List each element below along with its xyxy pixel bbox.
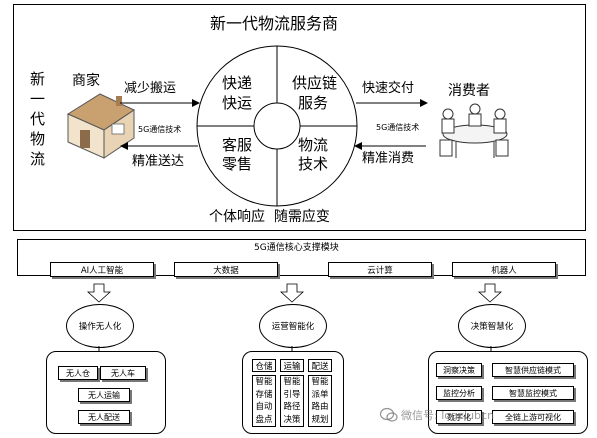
wechat-watermark: 微信号: logclubcn xyxy=(380,405,494,425)
quadrant-retail-1: 客服 xyxy=(222,136,253,154)
ops-cell: 智能 xyxy=(255,377,273,387)
reduce-handling-label: 减少搬运 xyxy=(124,81,177,96)
vertical-char: 新 xyxy=(30,70,46,88)
consumer-label: 消费者 xyxy=(448,83,490,99)
ops-cell: 智能 xyxy=(283,377,301,387)
watermark-text: 微信号: logclubcn xyxy=(401,409,495,422)
ops-cell: 派单 xyxy=(311,389,329,400)
top-title: 新一代物流服务商 xyxy=(210,14,339,33)
decision-panel xyxy=(428,351,588,434)
unmanned-delivery: 无人配送 xyxy=(78,410,130,424)
ops-cell: 盘点 xyxy=(255,414,273,425)
outcome-decision-ellipse: 决策智慧化 xyxy=(458,304,526,348)
tech-5g-left-label: 5G通信技术 xyxy=(138,125,182,134)
service-circle xyxy=(196,45,358,207)
core-title: 5G通信核心支撑模块 xyxy=(254,243,339,253)
quadrant-tech-1: 物流 xyxy=(298,136,329,154)
ops-cell: 路径 xyxy=(283,402,301,412)
module-ai: AI人工智能 xyxy=(50,262,154,277)
quadrant-tech-2: 技术 xyxy=(298,155,329,173)
merchant-label: 商家 xyxy=(72,73,100,89)
ops-col: 智能 派单 路由 规划 xyxy=(308,375,332,427)
decision-visibility: 全链上游可视化 xyxy=(492,410,574,424)
down-arrows xyxy=(86,283,503,303)
quadrant-supply-1: 供应链 xyxy=(292,74,338,92)
precise-delivery-label: 精准送达 xyxy=(132,154,185,169)
vertical-char: 物 xyxy=(30,130,46,148)
consumer-meeting-icon xyxy=(439,103,509,158)
outcome-decision: 决策智慧化 xyxy=(470,322,514,332)
outcome-ops: 运营智能化 xyxy=(271,322,315,332)
ops-cell: 智能 xyxy=(311,377,329,387)
tech-5g-right-label: 5G通信技术 xyxy=(376,123,420,132)
ops-cell: 决策 xyxy=(283,414,301,425)
ops-header: 配送 xyxy=(308,359,332,372)
vertical-char: 代 xyxy=(30,110,46,128)
quadrant-express-2: 快运 xyxy=(222,94,253,112)
ops-cell: 规划 xyxy=(311,414,329,425)
quadrant-retail-2: 零售 xyxy=(222,155,253,173)
precise-consumption-label: 精准消费 xyxy=(362,151,415,166)
decision-monitor-analysis: 监控分析 xyxy=(436,386,482,400)
outcome-unmanned-ellipse: 操作无人化 xyxy=(66,304,134,348)
fast-delivery-label: 快速交付 xyxy=(362,81,415,96)
ops-panel xyxy=(242,351,344,434)
unmanned-transport: 无人运输 xyxy=(78,388,130,402)
module-big-data: 大数据 xyxy=(174,262,278,277)
decision-supply-chain-mode: 智慧供应链模式 xyxy=(492,363,574,377)
outcome-ops-ellipse: 运营智能化 xyxy=(259,304,327,348)
quadrant-express-1: 快递 xyxy=(222,74,253,92)
bottom-caption: 个体响应 随需应变 xyxy=(209,209,330,225)
flow-arrows xyxy=(120,99,428,150)
left-vertical-label: 新 一 代 物 流 xyxy=(30,72,50,167)
decision-digital: 数字化 xyxy=(436,410,482,424)
ops-cell: 引导 xyxy=(283,389,301,400)
module-cloud: 云计算 xyxy=(328,262,432,277)
wechat-icon xyxy=(380,407,398,422)
module-robot: 机器人 xyxy=(452,262,556,277)
ops-cell: 存储 xyxy=(255,389,273,400)
house-icon xyxy=(66,93,136,159)
ops-cell: 自动 xyxy=(255,402,273,412)
ops-col: 智能 存储 自动 盘点 xyxy=(252,375,276,427)
unmanned-panel xyxy=(46,351,166,434)
decision-insight: 洞察决策 xyxy=(436,363,482,377)
outcome-unmanned: 操作无人化 xyxy=(78,322,122,332)
unmanned-warehouse: 无人仓 xyxy=(58,366,98,380)
quadrant-supply-2: 服务 xyxy=(298,94,329,112)
decision-monitor-mode: 智慧监控模式 xyxy=(492,386,574,400)
unmanned-vehicle: 无人车 xyxy=(100,366,146,380)
ops-header: 运输 xyxy=(280,359,304,372)
ops-cell: 路由 xyxy=(311,402,329,412)
vertical-char: 一 xyxy=(30,90,46,108)
ops-col: 智能 引导 路径 决策 xyxy=(280,375,304,427)
ops-header: 仓储 xyxy=(252,359,276,372)
vertical-char: 流 xyxy=(30,150,46,168)
